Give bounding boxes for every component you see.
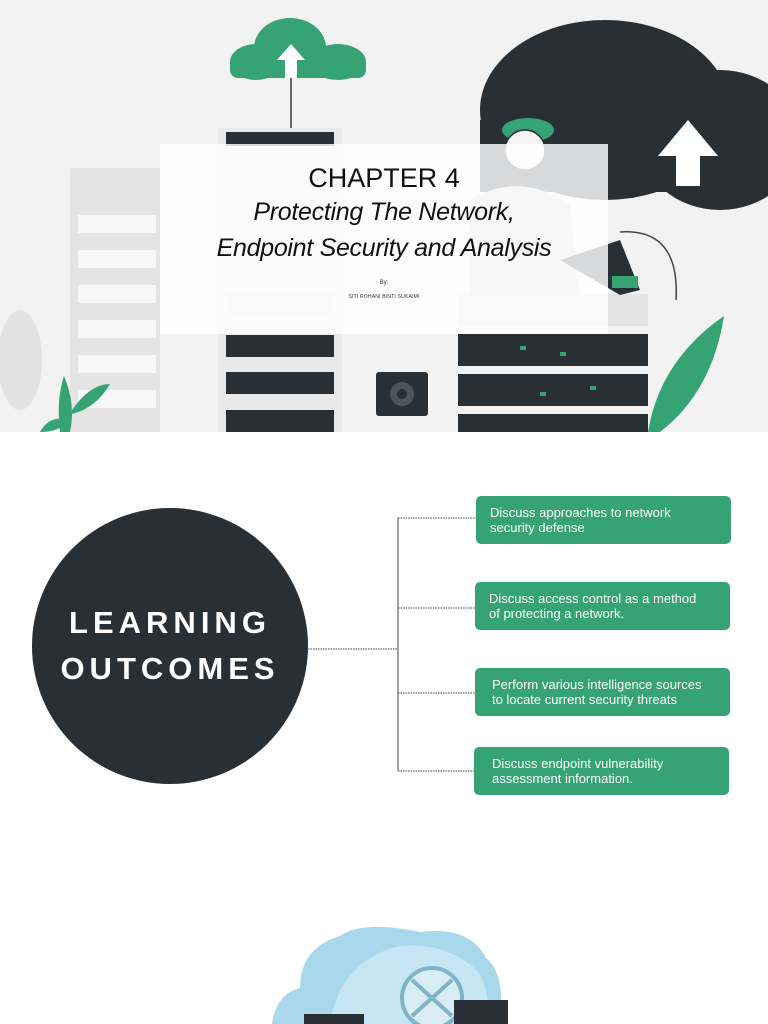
cloud-security-icon — [272, 926, 508, 1024]
outcome-text-line: of protecting a network. — [489, 606, 625, 621]
learning-outcomes-slide: LEARNING OUTCOMES Discuss approaches to … — [0, 432, 768, 864]
outcome-text-line: Perform various intelligence sources — [492, 677, 702, 692]
background-rack-rows — [78, 215, 156, 408]
outcome-text-line: assessment information. — [492, 771, 633, 786]
cloud-slide — [0, 864, 768, 1024]
outcome-text-line: Discuss endpoint vulnerability — [492, 756, 664, 771]
background-leaf-left — [0, 310, 42, 410]
subtitle-line-2: Endpoint Security and Analysis — [216, 234, 552, 262]
outcome-box: Perform various intelligence sources to … — [475, 668, 730, 716]
title-box: CHAPTER 4 Protecting The Network, Endpoi… — [160, 144, 608, 334]
outcome-text-line: to locate current security threats — [492, 692, 677, 707]
heading-line-2: OUTCOMES — [60, 651, 280, 686]
cloud-upload-icon — [230, 18, 366, 128]
heading-line-1: LEARNING — [69, 605, 271, 640]
server-lights — [520, 346, 596, 396]
title-slide: CHAPTER 4 Protecting The Network, Endpoi… — [0, 0, 768, 432]
outcome-box: Discuss approaches to network security d… — [476, 496, 731, 544]
by-label: By: — [379, 280, 389, 286]
fan-unit-icon — [376, 372, 428, 416]
outcome-text-line: Discuss approaches to network — [490, 505, 671, 520]
learning-outcomes-circle: LEARNING OUTCOMES — [32, 508, 308, 784]
leaf-icon — [40, 316, 724, 432]
outcome-text-line: security defense — [490, 520, 585, 535]
outcome-text-line: Discuss access control as a method — [489, 591, 697, 606]
outcome-box: Discuss access control as a method of pr… — [475, 582, 730, 630]
outcome-box: Discuss endpoint vulnerability assessmen… — [474, 747, 729, 795]
outcome-connector-lines — [308, 517, 476, 772]
subtitle-line-1: Protecting The Network, — [253, 198, 515, 226]
chapter-title: CHAPTER 4 — [308, 163, 460, 193]
author-name: SITI ROHANI BINTI SUKAIMI — [348, 294, 420, 300]
upload-arrow-white-icon — [658, 120, 718, 186]
